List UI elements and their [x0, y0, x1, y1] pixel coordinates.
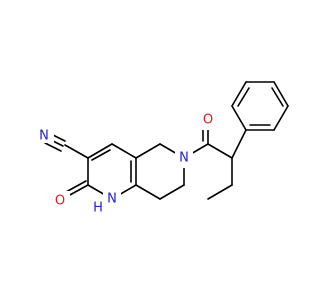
- molecule-diagram: N O N H N O: [36, 81, 289, 216]
- nitrile-n-label: N: [39, 129, 49, 144]
- phenyl-ring: [231, 81, 289, 131]
- nitrile-n-bg: [36, 125, 54, 143]
- carbonyl-o-left-label: O: [55, 194, 65, 209]
- carbonyl-o-left-bg: [52, 191, 70, 209]
- bond-ph-2-double: [237, 87, 250, 107]
- bond-calpha-phenyl: [231, 129, 247, 159]
- ring-nh-h-label: H: [93, 201, 103, 216]
- bond-ph-1: [231, 105, 247, 131]
- bond-c4-c3-double: [91, 149, 111, 161]
- bond-c7-c8: [159, 184, 185, 200]
- bond-ph-5: [273, 105, 289, 131]
- structure-canvas: N O N H N O: [36, 81, 289, 216]
- butanoyl-group: [183, 123, 247, 200]
- bond-triple-2: [44, 142, 62, 152]
- bond-ccarbonyl-calpha: [207, 143, 233, 159]
- amide-n-label: N: [179, 151, 189, 166]
- bond-ch2-ch3: [207, 184, 233, 200]
- bond-c4-c3: [87, 143, 113, 159]
- bond-c-cn: [64, 144, 89, 159]
- bond-ph-2: [231, 81, 247, 107]
- pyridone-carbonyl: [65, 180, 89, 197]
- amide-n-bg: [175, 150, 193, 168]
- bond-c4a-c4: [111, 143, 137, 159]
- bond-c8-c8a: [135, 184, 161, 200]
- bond-ph-4-double: [271, 87, 284, 107]
- bond-ph-4: [273, 81, 289, 107]
- bond-c4a-c5: [135, 143, 161, 159]
- ring-nh-label: N: [107, 192, 117, 207]
- carbonyl-o-right-bg: [199, 112, 217, 130]
- ring-nh-bg: [103, 191, 121, 209]
- bond-c2-o: [67, 184, 89, 197]
- bond-c2-o-double: [65, 180, 87, 193]
- carbonyl-o-right-label: O: [203, 113, 213, 128]
